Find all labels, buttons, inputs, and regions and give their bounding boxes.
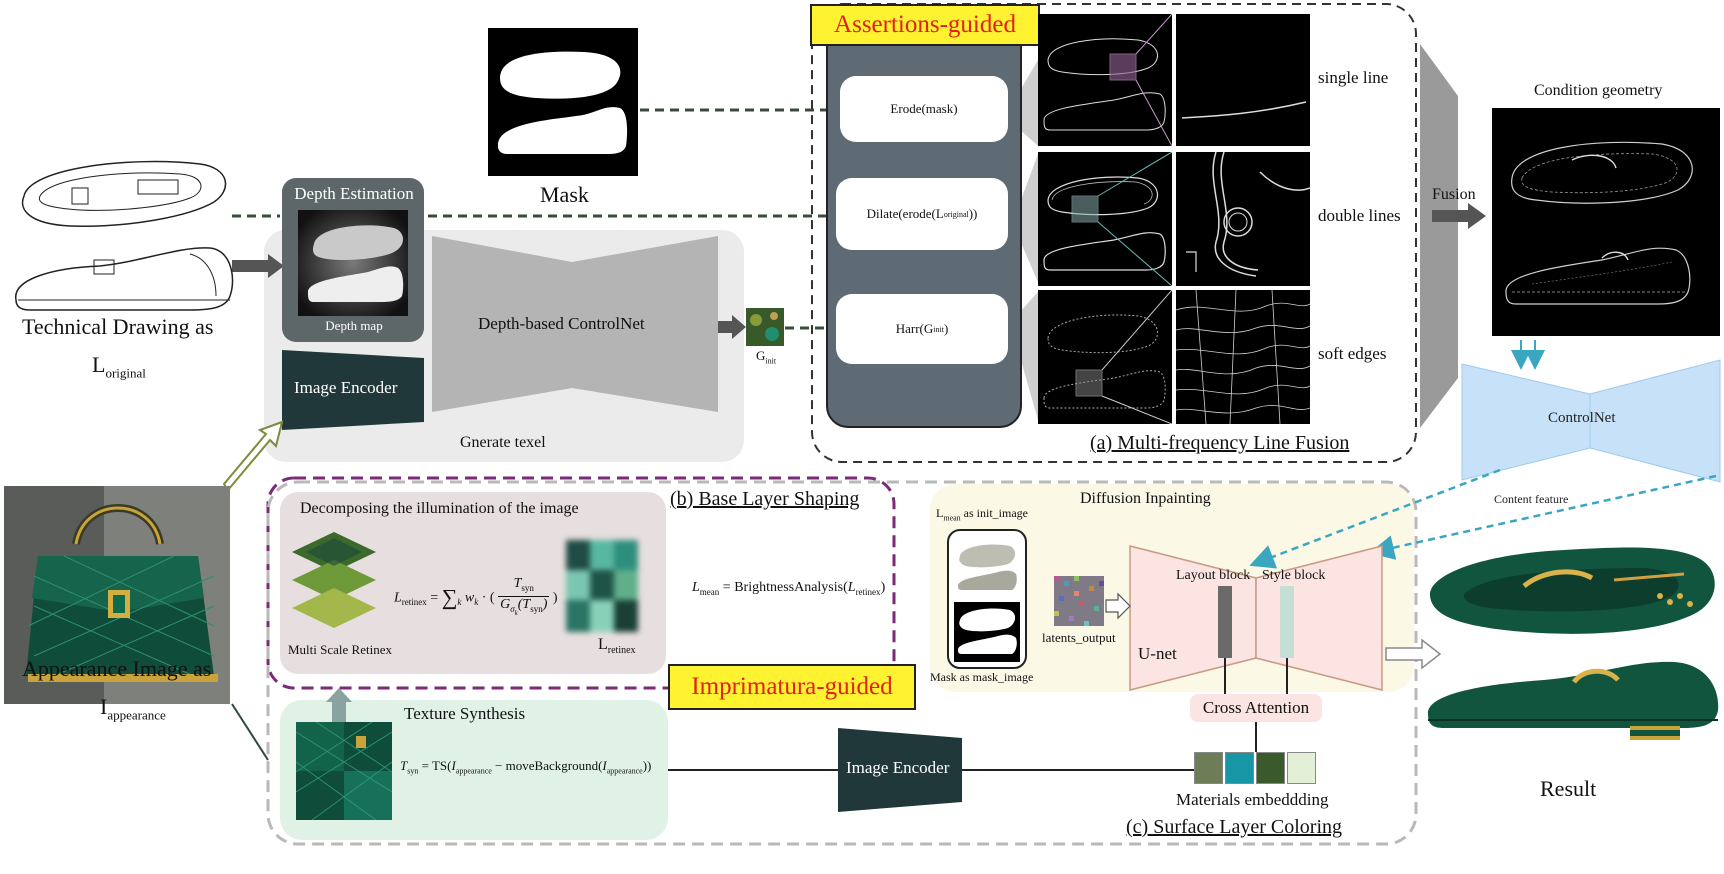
depth-map-label: Depth map: [325, 318, 383, 333]
cross-attention-box: Cross Attention: [1190, 694, 1322, 722]
surface-layer-panel: [266, 480, 1418, 846]
content-feature-label: Content feature: [1494, 492, 1569, 506]
l-retinex-image: [566, 540, 638, 632]
lmean-init-label: Lmean as init_image: [936, 506, 1028, 523]
style-block-bar: [1280, 586, 1294, 658]
technical-drawing-label: Technical Drawing as: [22, 314, 214, 339]
inpaint-inputs-image: [954, 538, 1020, 662]
g-init-label: Ginit: [756, 348, 777, 366]
result-label: Result: [1540, 776, 1597, 801]
edge-thumb-double-full: [1038, 152, 1172, 286]
condition-geometry-image: [1492, 108, 1720, 336]
assertions-tag: Assertions-guided: [810, 4, 1040, 46]
edge-thumb-single-zoom: [1176, 14, 1310, 146]
edge-thumb-soft-full: [1038, 290, 1172, 424]
image-encoder-top-label: Image Encoder: [294, 378, 398, 397]
image-encoder-top: [282, 350, 424, 430]
depth-controlnet-encoder: [432, 236, 572, 412]
edge-thumb-double-zoom: [1176, 152, 1310, 286]
image-encoder-bottom-label: Image Encoder: [846, 758, 950, 777]
texture-synthesis-image: [296, 722, 392, 820]
style-block-label: Style block: [1262, 568, 1326, 583]
section-b-title: (b) Base Layer Shaping: [670, 488, 860, 510]
latents-noise-image: [1054, 576, 1104, 626]
diffusion-label: Diffusion Inpainting: [1080, 490, 1211, 507]
l-original-label: Loriginal: [92, 352, 146, 381]
texel-panel-label: Gnerate texel: [460, 434, 546, 451]
material-swatch-2: [1225, 752, 1254, 784]
edge-thumb-soft-zoom: [1176, 290, 1310, 424]
condition-geometry-label: Condition geometry: [1534, 82, 1663, 99]
edge-thumb-single-full: [1038, 14, 1172, 146]
imprimatura-tag: Imprimatura-guided: [668, 664, 916, 710]
materials-label: Materials embeddding: [1176, 790, 1329, 809]
mask-image: [488, 28, 638, 176]
section-c-title: (c) Surface Layer Coloring: [1126, 816, 1343, 838]
depth-map-image: [298, 210, 408, 316]
fusion-shape: [1420, 44, 1458, 428]
msr-label: Multi Scale Retinex: [288, 642, 392, 657]
material-swatch-4: [1287, 752, 1316, 784]
i-appearance-label: Iappearance: [100, 694, 166, 723]
l-retinex-label: Lretinex: [598, 636, 636, 657]
line-type-double: double lines: [1318, 206, 1401, 225]
mask-label: Mask: [540, 182, 589, 207]
decompose-label: Decomposing the illumination of the imag…: [300, 500, 579, 517]
section-a-title: (a) Multi-frequency Line Fusion: [1090, 432, 1350, 454]
controlnet-label: ControlNet: [1548, 410, 1616, 426]
material-swatch-3: [1256, 752, 1285, 784]
material-swatch-1: [1194, 752, 1223, 784]
depth-estimation-label: Depth Estimation: [294, 184, 414, 203]
fusion-label: Fusion: [1432, 186, 1476, 203]
formula-mean: Lmean = BrightnessAnalysis(Lretinex): [692, 580, 886, 597]
texture-synthesis-label: Texture Synthesis: [404, 704, 526, 723]
appearance-image: [4, 486, 230, 704]
line-type-single: single line: [1318, 68, 1389, 87]
result-shoes-image: [1427, 547, 1719, 740]
assertions-panel: [811, 3, 1417, 463]
latents-label: latents_output: [1042, 630, 1116, 645]
msr-layers-image: [292, 532, 376, 628]
materials-swatches: [1194, 752, 1316, 784]
depth-controlnet-decoder: [572, 236, 718, 412]
layout-block-bar: [1218, 586, 1232, 658]
technical-drawing-image: [15, 160, 234, 311]
g-init-image: [746, 308, 784, 346]
formula-retinex: Lretinex = ∑k wk · ( Tsyn Gσk(Tsyn) ): [394, 576, 558, 617]
appearance-label: Appearance Image as: [22, 656, 212, 681]
op-erode-mask: Erode(mask): [840, 76, 1008, 142]
image-encoder-bottom: [838, 728, 962, 812]
depth-controlnet-label: Depth-based ControlNet: [478, 314, 645, 333]
controlnet-decoder: [1589, 359, 1721, 483]
line-type-soft: soft edges: [1318, 344, 1387, 363]
unet-label: U-net: [1138, 644, 1177, 663]
layout-block-label: Layout block: [1176, 568, 1251, 583]
formula-tsyn: Tsyn = TS(Iappearance − moveBackground(I…: [400, 758, 652, 776]
mask-image-label: Mask as mask_image: [930, 670, 1034, 684]
